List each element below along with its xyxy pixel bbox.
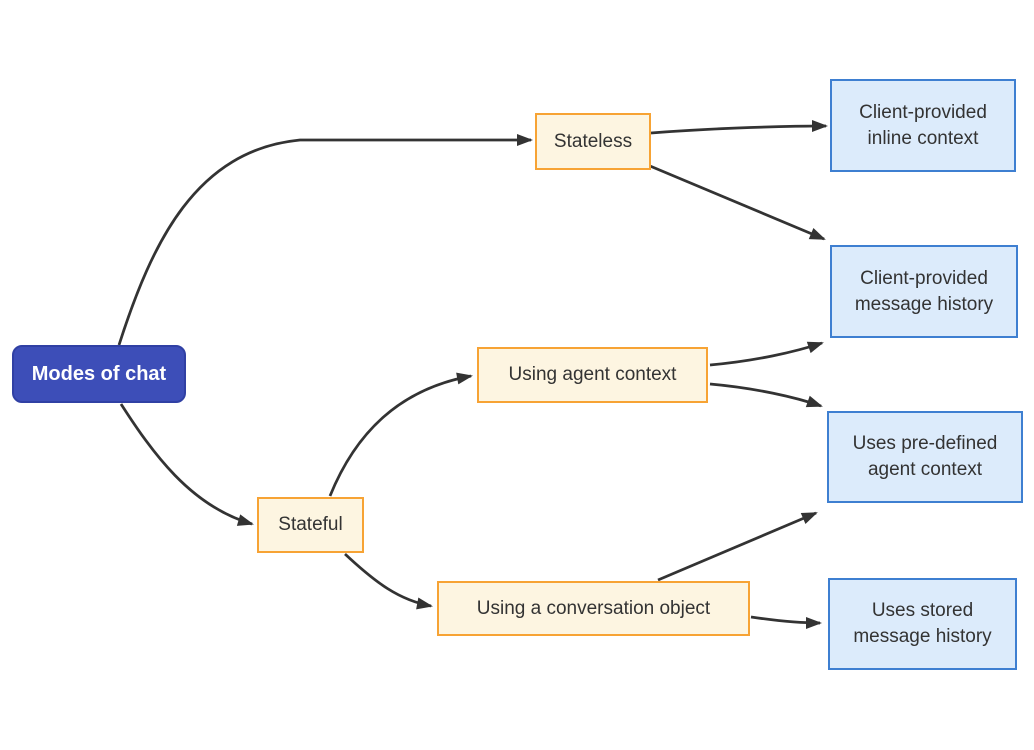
node-stateful: Stateful bbox=[257, 497, 364, 553]
edge-root-to-stateless bbox=[117, 134, 533, 346]
node-uses-stored-message-history-line2: message history bbox=[853, 626, 992, 647]
node-client-provided-inline-context-line2: inline context bbox=[867, 127, 979, 149]
node-client-provided-message-history: Client-provided message history bbox=[830, 245, 1018, 338]
edge-stateful-to-agent-context bbox=[328, 372, 473, 497]
node-using-agent-context: Using agent context bbox=[477, 347, 708, 403]
edge-conversation-object-to-stored-history bbox=[750, 615, 822, 629]
node-modes-of-chat: Modes of chat bbox=[12, 345, 186, 403]
edge-root-to-stateful bbox=[119, 403, 254, 526]
node-uses-predefined-agent-context-line2: agent context bbox=[867, 459, 983, 480]
node-stateless: Stateless bbox=[535, 113, 651, 170]
node-client-provided-message-history-line2: message history bbox=[854, 293, 994, 315]
node-uses-predefined-agent-context-line1: Uses pre-defined bbox=[852, 433, 998, 455]
node-uses-stored-message-history-line1: Uses stored bbox=[871, 600, 974, 622]
node-stateful-label: Stateful bbox=[278, 514, 343, 536]
node-stateless-label: Stateless bbox=[553, 130, 633, 152]
edge-stateless-to-message-history bbox=[649, 164, 826, 241]
edge-agent-context-to-predefined-context bbox=[709, 382, 823, 408]
edge-stateless-to-inline-context bbox=[650, 120, 828, 135]
node-client-provided-inline-context: Client-provided inline context bbox=[830, 79, 1016, 172]
node-client-provided-message-history-line1: Client-provided bbox=[860, 267, 988, 289]
edge-stateful-to-conversation-object bbox=[344, 552, 433, 610]
node-using-agent-context-label: Using agent context bbox=[508, 364, 677, 386]
edge-agent-context-to-message-history bbox=[709, 341, 824, 367]
node-using-a-conversation-object: Using a conversation object bbox=[437, 581, 750, 636]
node-using-a-conversation-object-label: Using a conversation object bbox=[476, 597, 711, 619]
node-uses-predefined-agent-context: Uses pre-defined agent context bbox=[827, 411, 1023, 503]
node-modes-of-chat-label: Modes of chat bbox=[31, 362, 167, 385]
node-uses-stored-message-history: Uses stored message history bbox=[828, 578, 1017, 670]
node-client-provided-inline-context-line1: Client-provided bbox=[859, 101, 987, 123]
edge-conversation-object-to-predefined-context bbox=[657, 511, 818, 582]
